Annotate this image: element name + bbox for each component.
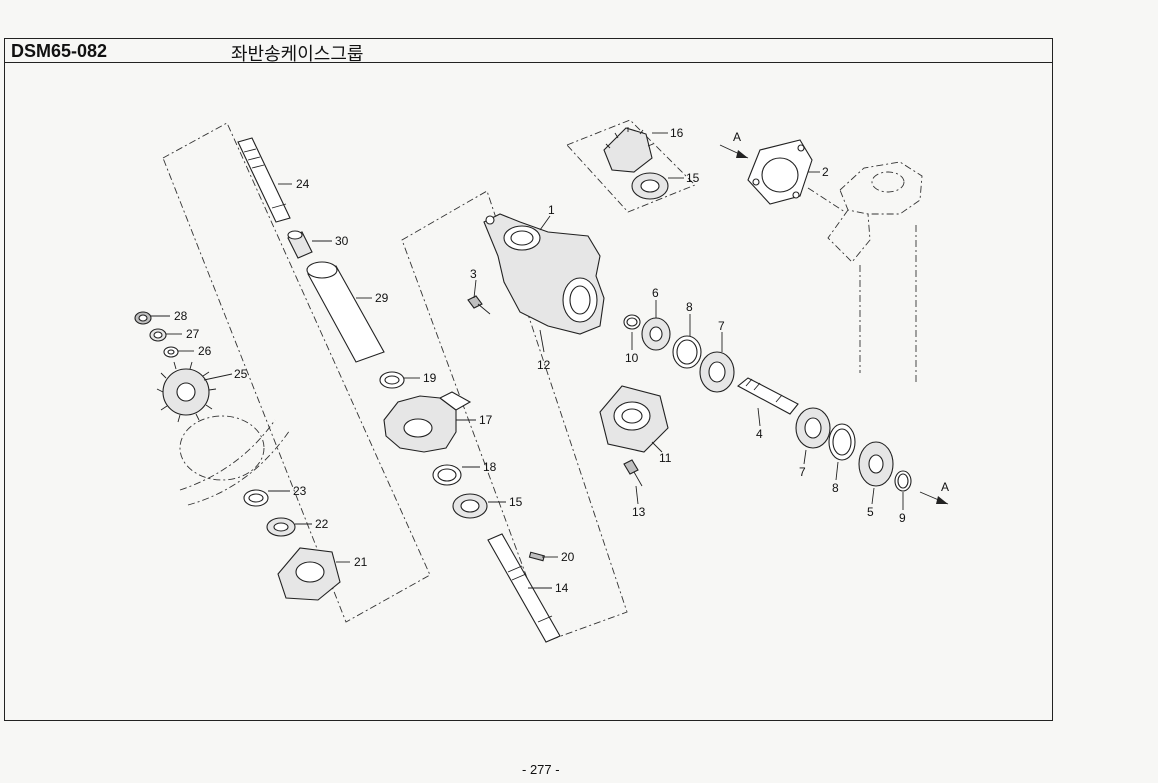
callout-11: 11 — [659, 451, 672, 465]
top-group-boundary — [566, 119, 696, 213]
diagram-frame: DSM65-082 좌반송케이스그룹 — [4, 38, 1053, 721]
part-14-shaft — [487, 533, 561, 643]
part-2-gasket — [747, 139, 813, 205]
callout-29: 29 — [375, 291, 389, 305]
part-7-bearing-lower — [795, 407, 831, 449]
part-9-snap-ring — [894, 470, 912, 492]
callout-28: 28 — [174, 309, 188, 323]
part-1-main-case — [483, 213, 605, 335]
part-25-sprocket — [156, 361, 217, 423]
part-22-bearing — [266, 517, 296, 537]
part-21-flange-cover — [277, 547, 341, 601]
part-8-snap-ring-upper — [672, 335, 702, 369]
callout-4: 4 — [756, 427, 763, 441]
part-20-key — [528, 551, 545, 562]
callout-25: 25 — [234, 367, 248, 381]
callout-15-lower: 15 — [509, 495, 523, 509]
view-arrow-a-top — [719, 144, 749, 159]
part-17-sprocket-hub — [383, 391, 472, 453]
part-29-tube — [306, 261, 385, 363]
part-19-snap-ring — [379, 371, 405, 389]
part-27-washer — [149, 328, 167, 342]
callout-2: 2 — [822, 165, 829, 179]
part-10-snap-ring — [623, 314, 641, 330]
callout-9: 9 — [899, 511, 906, 525]
housing-outline — [827, 161, 923, 263]
callout-16: 16 — [670, 126, 684, 140]
center-group-boundary — [401, 190, 628, 641]
callout-labels: 24 30 29 19 17 18 15 20 14 28 27 26 25 2… — [174, 126, 906, 595]
callout-3: 3 — [470, 267, 477, 281]
left-group-boundary — [162, 122, 431, 623]
callout-17: 17 — [479, 413, 493, 427]
callout-10: 10 — [625, 351, 639, 365]
callout-1: 1 — [548, 203, 555, 217]
callout-7-lower: 7 — [799, 465, 806, 479]
callout-15-upper: 15 — [686, 171, 700, 185]
part-7-bearing-upper — [699, 351, 735, 393]
callout-7-upper: 7 — [718, 319, 725, 333]
callout-22: 22 — [315, 517, 329, 531]
part-26-washer — [163, 346, 179, 358]
part-4-shaft — [737, 377, 799, 415]
callout-24: 24 — [296, 177, 310, 191]
view-marker-a-top: A — [733, 130, 741, 144]
callout-19: 19 — [423, 371, 437, 385]
part-15-bearing-lower — [452, 493, 488, 519]
callout-20: 20 — [561, 550, 575, 564]
header-bar: DSM65-082 좌반송케이스그룹 — [5, 39, 1052, 65]
group-title: 좌반송케이스그룹 — [231, 44, 364, 65]
callout-13: 13 — [632, 505, 646, 519]
callout-12: 12 — [537, 358, 551, 372]
callout-23: 23 — [293, 484, 307, 498]
leader-lines — [151, 132, 904, 589]
part-8-snap-ring-lower — [828, 423, 856, 461]
callout-5: 5 — [867, 505, 874, 519]
callout-14: 14 — [555, 581, 569, 595]
part-30-collar — [287, 230, 313, 259]
part-5-bevel-gear — [858, 441, 894, 487]
part-3-bolt — [467, 295, 491, 315]
page-number: - 277 - — [522, 762, 560, 777]
callout-27: 27 — [186, 327, 200, 341]
mount-outline — [179, 415, 291, 506]
part-16-bevel-gear — [603, 127, 654, 173]
part-11-flange — [599, 385, 669, 453]
part-15-bearing-upper — [631, 172, 669, 200]
view-arrow-a-bottom — [919, 491, 949, 505]
callout-8-upper: 8 — [686, 300, 693, 314]
housing-ref-line — [807, 187, 846, 213]
part-13-bolt — [623, 459, 643, 487]
part-24-shaft — [237, 137, 291, 223]
callout-30: 30 — [335, 234, 349, 248]
callout-26: 26 — [198, 344, 212, 358]
part-18-snap-ring — [432, 464, 462, 486]
callout-21: 21 — [354, 555, 368, 569]
part-6-gear — [641, 317, 671, 351]
callout-18: 18 — [483, 460, 497, 474]
view-marker-a-bottom: A — [941, 480, 949, 494]
group-code: DSM65-082 — [11, 41, 108, 61]
callout-8-lower: 8 — [832, 481, 839, 495]
part-28-nut — [134, 311, 152, 325]
callout-6: 6 — [652, 286, 659, 300]
part-23-snap-ring — [243, 489, 269, 507]
